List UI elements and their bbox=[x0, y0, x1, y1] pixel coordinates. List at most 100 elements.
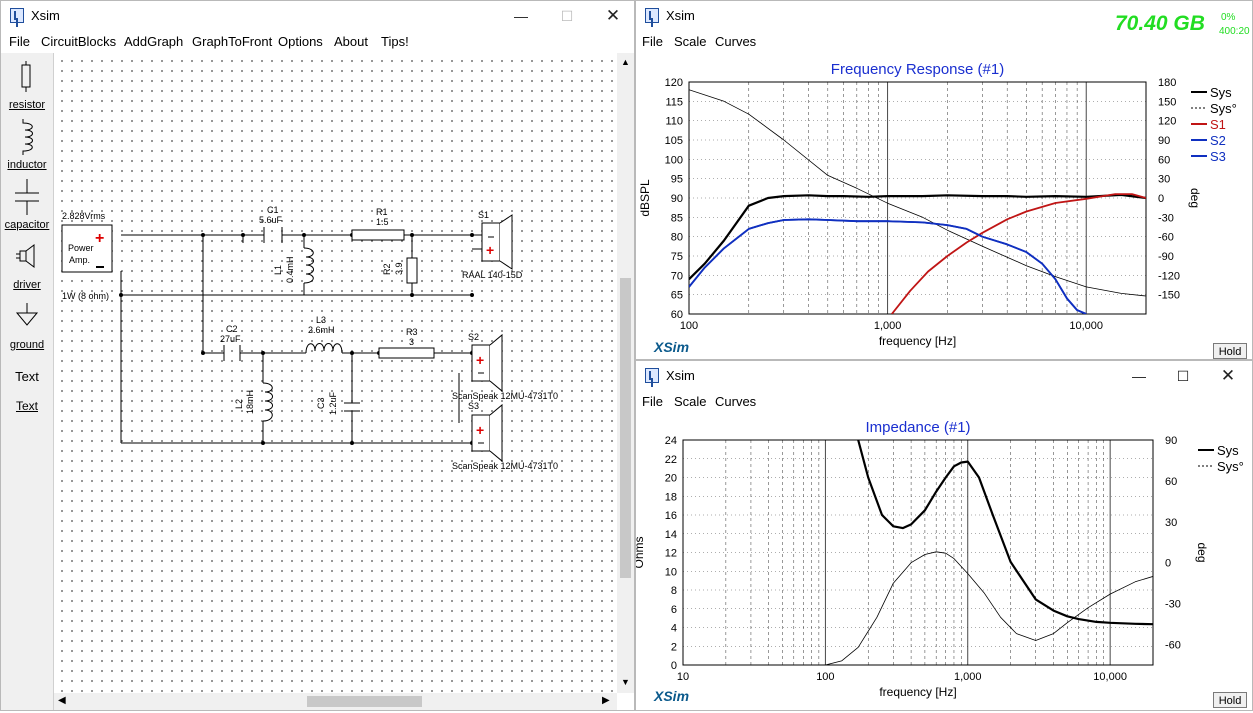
vertical-scrollbar[interactable]: ▲ ▼ bbox=[617, 53, 634, 693]
maximize-button[interactable]: ☐ bbox=[1176, 368, 1190, 384]
y-tick-label: 14 bbox=[665, 529, 677, 541]
xsim-app-icon bbox=[10, 8, 24, 23]
c3-name-label: C3 bbox=[316, 397, 326, 409]
schematic-drawing: + + + + bbox=[61, 205, 558, 471]
menu-options[interactable]: Options bbox=[278, 34, 323, 49]
l2-value-label: 18mH bbox=[245, 390, 255, 414]
y-tick-label: 100 bbox=[665, 154, 683, 166]
y2-tick-label: 0 bbox=[1165, 558, 1171, 570]
menu-addgraph[interactable]: AddGraph bbox=[124, 34, 184, 49]
resistor-icon[interactable] bbox=[19, 61, 33, 93]
menu-file[interactable]: File bbox=[9, 34, 30, 49]
palette-resistor[interactable]: resistor bbox=[8, 99, 46, 111]
inductor-l1-symbol bbox=[303, 247, 314, 284]
extra-overlay: 400:20 bbox=[1219, 26, 1250, 37]
y-tick-label: 95 bbox=[671, 174, 683, 186]
menu-scale[interactable]: Scale bbox=[674, 34, 707, 49]
y-tick-label: 20 bbox=[665, 473, 677, 485]
window-title: Xsim bbox=[666, 8, 695, 23]
x-axis-label: frequency [Hz] bbox=[879, 685, 956, 699]
legend-label: S2 bbox=[1210, 133, 1226, 148]
title-bar[interactable]: Xsim — ☐ ✕ bbox=[1, 1, 634, 31]
y-tick-label: 8 bbox=[671, 585, 677, 597]
c2-value-label: 27uF bbox=[220, 334, 241, 344]
menu-graphtofront[interactable]: GraphToFront bbox=[192, 34, 273, 49]
component-palette: resistor inductor capacitor driver groun… bbox=[1, 53, 54, 710]
menu-circuitblocks[interactable]: CircuitBlocks bbox=[41, 34, 117, 49]
hold-button[interactable]: Hold bbox=[1213, 692, 1247, 708]
capacitor-icon[interactable] bbox=[13, 179, 41, 215]
close-button[interactable]: ✕ bbox=[1220, 366, 1236, 385]
r1-value-label: 1.5 bbox=[376, 217, 389, 227]
chart-grid bbox=[682, 439, 1154, 666]
series-line-sys bbox=[689, 193, 1146, 280]
xsim-app-icon bbox=[645, 8, 659, 23]
driver-icon[interactable] bbox=[16, 243, 38, 269]
s3-model-label: ScanSpeak 12MU-4731T0 bbox=[452, 461, 558, 471]
y-tick-label: 90 bbox=[671, 193, 683, 205]
impedance-window: Xsim — ☐ ✕ File Scale Curves Impedance (… bbox=[635, 360, 1253, 711]
menu-about[interactable]: About bbox=[334, 34, 368, 49]
svg-text:+: + bbox=[486, 242, 494, 258]
horizontal-scroll-thumb[interactable] bbox=[307, 696, 422, 707]
menu-file[interactable]: File bbox=[642, 394, 663, 409]
capacitor-c3-symbol bbox=[344, 402, 360, 412]
inductor-icon[interactable] bbox=[19, 119, 37, 155]
menu-file[interactable]: File bbox=[642, 34, 663, 49]
menu-scale[interactable]: Scale bbox=[674, 394, 707, 409]
title-bar[interactable]: Xsim — ☐ ✕ bbox=[636, 361, 1252, 391]
y-tick-label: 16 bbox=[665, 510, 677, 522]
s2-model-label: ScanSpeak 12MU-4731T0 bbox=[452, 391, 558, 401]
scroll-up-arrow-icon[interactable]: ▲ bbox=[621, 57, 630, 67]
close-button[interactable]: ✕ bbox=[605, 6, 621, 25]
scroll-down-arrow-icon[interactable]: ▼ bbox=[621, 677, 630, 687]
y2-tick-label: 90 bbox=[1158, 135, 1170, 147]
palette-ground[interactable]: ground bbox=[9, 339, 45, 351]
palette-capacitor[interactable]: capacitor bbox=[4, 219, 50, 231]
ground-icon[interactable] bbox=[15, 303, 39, 329]
scroll-right-arrow-icon[interactable]: ▶ bbox=[602, 695, 610, 706]
y2-tick-label: 120 bbox=[1158, 116, 1176, 128]
y2-tick-label: 30 bbox=[1165, 517, 1177, 529]
palette-driver[interactable]: driver bbox=[13, 279, 41, 291]
schematic-canvas[interactable]: + + + + bbox=[54, 53, 617, 693]
horizontal-scrollbar[interactable]: ◀ ▶ bbox=[54, 693, 617, 710]
y-tick-label: 12 bbox=[665, 548, 677, 560]
title-bar[interactable]: Xsim bbox=[636, 1, 1252, 31]
scroll-left-arrow-icon[interactable]: ◀ bbox=[58, 695, 66, 706]
xsim-app-icon bbox=[645, 368, 659, 383]
x-tick-label: 1,000 bbox=[874, 320, 902, 332]
palette-text-plain[interactable]: Text bbox=[15, 369, 39, 384]
menu-bar: File Scale Curves bbox=[636, 31, 1252, 51]
y2-tick-label: -90 bbox=[1158, 251, 1174, 263]
y-tick-label: 105 bbox=[665, 135, 683, 147]
frequency-response-window: Xsim File Scale Curves Frequency Respons… bbox=[635, 0, 1253, 360]
y2-tick-label: -60 bbox=[1165, 640, 1181, 652]
palette-text[interactable]: Text bbox=[15, 399, 38, 413]
menu-curves[interactable]: Curves bbox=[715, 394, 757, 409]
y-tick-label: 115 bbox=[665, 96, 683, 108]
minimize-button[interactable]: — bbox=[514, 8, 528, 24]
y-axis-label: Ohms bbox=[636, 536, 646, 568]
x-tick-label: 100 bbox=[816, 671, 834, 683]
palette-inductor[interactable]: inductor bbox=[7, 159, 47, 171]
menu-tips[interactable]: Tips! bbox=[381, 34, 409, 49]
menu-bar: File Scale Curves bbox=[636, 391, 1252, 411]
maximize-button[interactable]: ☐ bbox=[560, 8, 574, 24]
vertical-scroll-thumb[interactable] bbox=[620, 278, 631, 578]
driver-s2-symbol: + bbox=[471, 333, 503, 393]
menu-curves[interactable]: Curves bbox=[715, 34, 757, 49]
y-axis-label: dBSPL bbox=[638, 179, 652, 217]
minimize-button[interactable]: — bbox=[1132, 368, 1146, 384]
s1-name-label: S1 bbox=[478, 210, 489, 220]
l1-name-label: L1 bbox=[273, 265, 283, 275]
hold-button[interactable]: Hold bbox=[1213, 343, 1247, 359]
y-tick-label: 80 bbox=[671, 232, 683, 244]
schematic-wires bbox=[120, 234, 472, 444]
series-line-s3 bbox=[689, 218, 1087, 314]
y2-tick-label: 0 bbox=[1158, 193, 1164, 205]
x-tick-label: 10 bbox=[677, 671, 689, 683]
x-tick-label: 1,000 bbox=[954, 671, 982, 683]
xsim-schematic-window: Xsim — ☐ ✕ File CircuitBlocks AddGraph G… bbox=[0, 0, 635, 711]
memory-overlay: 70.40 GB bbox=[1115, 12, 1205, 35]
